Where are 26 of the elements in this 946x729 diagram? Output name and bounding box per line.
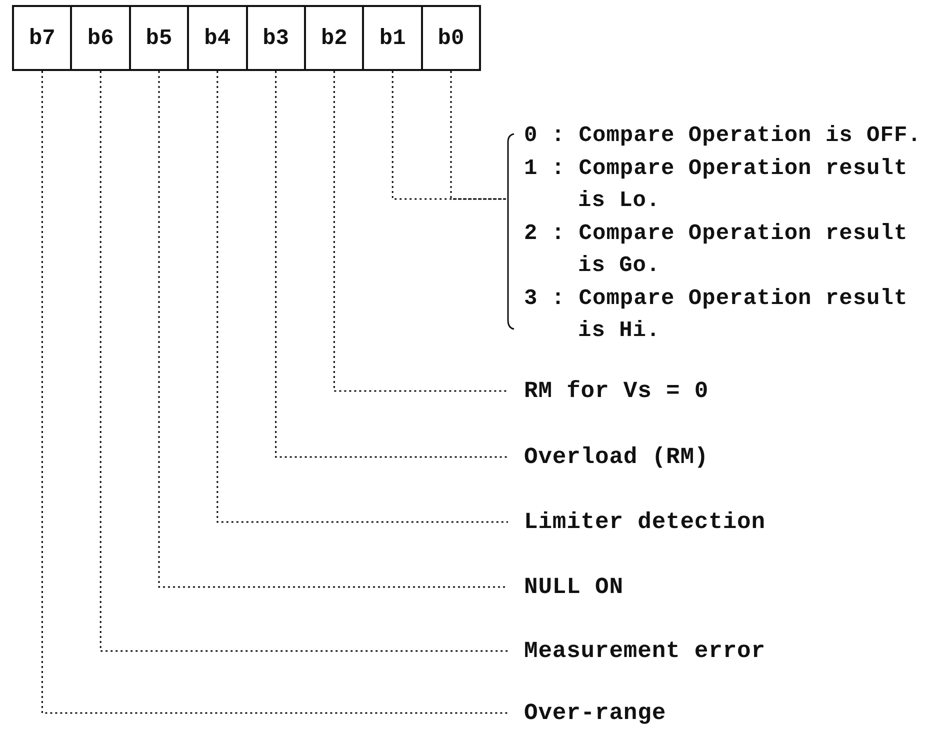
bit-description: NULL ON [508,572,838,602]
bit-cell: b2 [304,5,364,71]
value-description: 0 : Compare Operation is OFF. [524,122,922,150]
leader-line [216,71,508,523]
bit-cell: b6 [70,5,131,71]
bit-cell: b0 [420,5,482,71]
bit-cell: b1 [362,5,423,71]
leader-line [100,71,508,652]
bit-cell: b3 [246,5,306,71]
value-description: 1 : Compare Operation result is Lo. [524,154,909,215]
leader-line [275,71,508,458]
leader-line [450,71,506,200]
leader-line [41,71,508,714]
leader-line [158,71,508,588]
bit-cell: b7 [12,5,72,71]
leader-line [333,71,508,392]
bit-description: Over-range [508,698,838,728]
leader-line [392,71,506,200]
value-description: 2 : Compare Operation result is Go. [524,220,909,280]
bit-cell: b4 [187,5,248,71]
bit-description: Limiter detection [508,507,838,537]
bit-description: Overload (RM) [508,442,838,472]
bit-cell: b5 [128,5,190,71]
bit-description: Measurement error [508,636,838,666]
bit-description: RM for Vs = 0 [508,376,838,406]
value-description: 3 : Compare Operation result is Hi. [524,284,909,345]
